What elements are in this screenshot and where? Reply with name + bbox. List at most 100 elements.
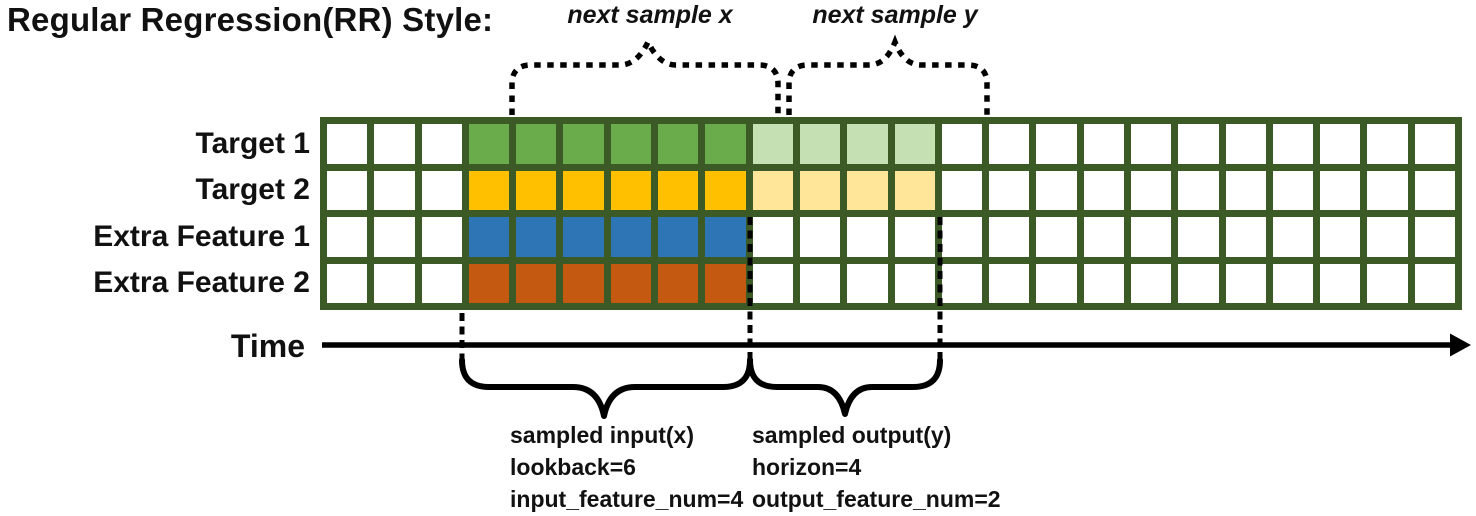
sampled-input-caption: sampled input(x) lookback=6 input_featur… bbox=[510, 419, 743, 515]
lookback-value: lookback=6 bbox=[510, 454, 636, 480]
grid-cell bbox=[847, 124, 888, 164]
horizon-value: horizon=4 bbox=[752, 454, 862, 480]
grid-cell bbox=[1083, 263, 1124, 303]
grid-cell bbox=[610, 217, 652, 257]
grid-cell bbox=[705, 124, 746, 164]
grid-cell bbox=[894, 170, 935, 210]
grid-cell bbox=[1320, 124, 1361, 164]
grid-cell bbox=[799, 263, 841, 303]
grid-cell bbox=[327, 124, 368, 164]
grid-cell bbox=[658, 124, 699, 164]
grid-cell bbox=[563, 170, 604, 210]
grid-cell bbox=[1272, 263, 1314, 303]
grid-cell bbox=[894, 263, 935, 303]
sample-grid bbox=[320, 117, 1462, 310]
grid-cell bbox=[1178, 217, 1219, 257]
grid-cell bbox=[563, 217, 604, 257]
grid-cell bbox=[516, 263, 557, 303]
grid-cell bbox=[1320, 263, 1361, 303]
grid-cell bbox=[374, 263, 415, 303]
grid-cell bbox=[799, 217, 841, 257]
time-arrowhead bbox=[1450, 333, 1471, 357]
grid-cell bbox=[1272, 217, 1314, 257]
grid-cell bbox=[1178, 263, 1219, 303]
grid-cell bbox=[941, 263, 983, 303]
grid-cell bbox=[1367, 217, 1408, 257]
grid-cell bbox=[1130, 124, 1172, 164]
sampled-output-brace bbox=[747, 357, 943, 417]
grid-cell bbox=[1320, 217, 1361, 257]
grid-cell bbox=[516, 217, 557, 257]
sampled-input-title: sampled input(x) bbox=[510, 422, 695, 448]
grid-cell bbox=[989, 263, 1030, 303]
grid-cell bbox=[658, 217, 699, 257]
input-feature-num-value: input_feature_num=4 bbox=[510, 486, 744, 512]
grid-cell bbox=[374, 124, 415, 164]
grid-cell bbox=[1320, 170, 1361, 210]
grid-cell bbox=[468, 170, 510, 210]
grid-cell bbox=[847, 217, 888, 257]
grid-cell bbox=[1414, 217, 1455, 257]
grid-cell bbox=[421, 170, 462, 210]
grid-cell bbox=[1178, 124, 1219, 164]
grid-cell bbox=[516, 170, 557, 210]
grid-cell bbox=[989, 217, 1030, 257]
sampled-output-title: sampled output(y) bbox=[752, 422, 952, 448]
grid-cell bbox=[894, 124, 935, 164]
grid-cell bbox=[1225, 124, 1266, 164]
grid-cell bbox=[610, 124, 652, 164]
grid-cell bbox=[989, 170, 1030, 210]
row-label-target-2: Target 2 bbox=[195, 173, 310, 206]
grid-cell bbox=[658, 263, 699, 303]
sampled-output-caption: sampled output(y) horizon=4 output_featu… bbox=[752, 419, 1001, 515]
output-feature-num-value: output_feature_num=2 bbox=[752, 486, 1001, 512]
grid-cell bbox=[752, 170, 793, 210]
grid-cell bbox=[1083, 124, 1124, 164]
grid-cell bbox=[1367, 124, 1408, 164]
sampled-input-brace bbox=[459, 357, 753, 419]
grid-cell bbox=[1036, 124, 1077, 164]
grid-cell bbox=[1036, 263, 1077, 303]
grid-cell bbox=[752, 263, 793, 303]
grid-cell bbox=[1414, 170, 1455, 210]
grid-cell bbox=[799, 170, 841, 210]
grid-cell bbox=[516, 124, 557, 164]
grid-cell bbox=[610, 263, 652, 303]
grid-cell bbox=[374, 217, 415, 257]
grid-cell bbox=[941, 170, 983, 210]
grid-cell bbox=[1414, 124, 1455, 164]
row-label-extra-feature-2: Extra Feature 2 bbox=[93, 266, 310, 299]
grid-cell bbox=[1272, 124, 1314, 164]
grid-cell bbox=[752, 217, 793, 257]
grid-cell bbox=[847, 170, 888, 210]
grid-cell bbox=[468, 217, 510, 257]
grid-cell bbox=[894, 217, 935, 257]
page-title: Regular Regression(RR) Style: bbox=[7, 1, 494, 38]
grid-cell bbox=[705, 170, 746, 210]
grid-cell bbox=[989, 124, 1030, 164]
grid-cell bbox=[563, 263, 604, 303]
grid-cell bbox=[941, 124, 983, 164]
grid-cell bbox=[563, 124, 604, 164]
grid-cell bbox=[705, 263, 746, 303]
grid-cell bbox=[1130, 263, 1172, 303]
grid-cell bbox=[1036, 170, 1077, 210]
grid-cell bbox=[1130, 170, 1172, 210]
next-sample-y-label: next sample y bbox=[812, 1, 978, 29]
grid-cell bbox=[374, 170, 415, 210]
grid-cell bbox=[799, 124, 841, 164]
grid-cell bbox=[327, 263, 368, 303]
grid-cell bbox=[1130, 217, 1172, 257]
grid-cell bbox=[327, 217, 368, 257]
grid-cell bbox=[1414, 263, 1455, 303]
next-sample-x-label: next sample x bbox=[567, 1, 733, 29]
row-label-extra-feature-1: Extra Feature 1 bbox=[93, 220, 310, 253]
grid-cell bbox=[1225, 170, 1266, 210]
grid-cell bbox=[847, 263, 888, 303]
grid-cell bbox=[941, 217, 983, 257]
grid-cell bbox=[1225, 263, 1266, 303]
grid-cell bbox=[468, 124, 510, 164]
grid-cell bbox=[705, 217, 746, 257]
time-axis-label: Time bbox=[230, 328, 305, 364]
grid-cell bbox=[1036, 217, 1077, 257]
